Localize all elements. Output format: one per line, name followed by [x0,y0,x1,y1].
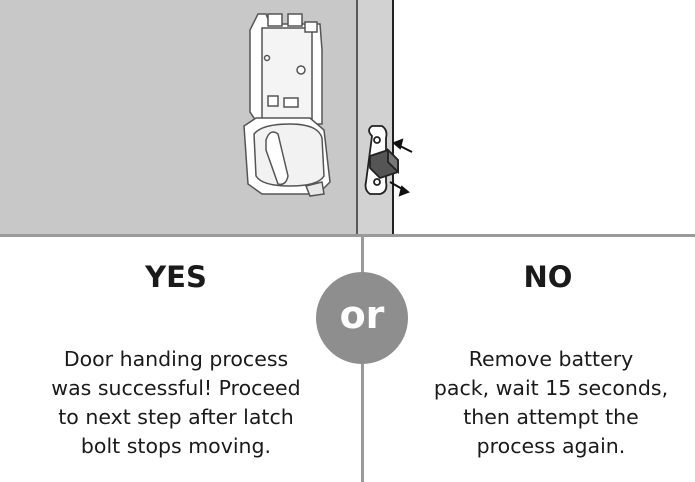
or-badge: or [316,272,408,364]
door-edge [357,0,393,234]
yes-line: was successful! Proceed [51,376,301,400]
or-label: or [339,293,385,337]
no-line: Remove battery [468,347,634,371]
horizontal-divider [0,234,695,237]
motion-arrows [389,138,413,197]
no-line: process again. [476,434,626,458]
door-lock-illustration [0,0,413,234]
latch-bolt [369,147,399,180]
no-instructions: Remove battery pack, wait 15 seconds, th… [396,345,695,461]
yes-heading: YES [145,260,207,294]
no-line: then attempt the [463,405,639,429]
yes-instructions: Door handing process was successful! Pro… [16,345,336,461]
yes-line: bolt stops moving. [80,434,272,458]
yes-line: Door handing process [63,347,289,371]
no-heading: NO [523,260,573,294]
yes-line: to next step after latch [58,405,294,429]
no-line: pack, wait 15 seconds, [433,376,669,400]
lock-body [243,13,331,197]
